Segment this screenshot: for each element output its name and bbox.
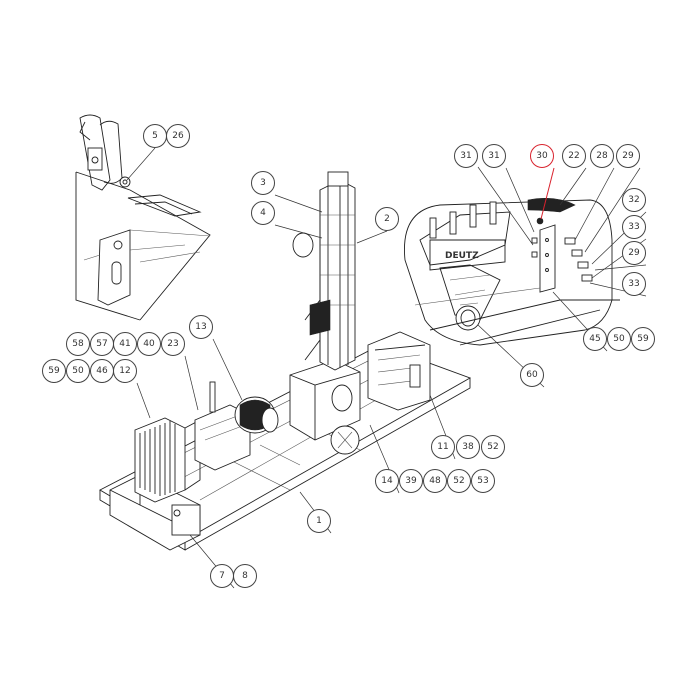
callout-46[interactable]: 46 [90, 359, 114, 383]
inset-engine-valve: DEUTZ [404, 166, 647, 388]
callout-26[interactable]: 26 [166, 124, 190, 148]
callout-32[interactable]: 32 [622, 188, 646, 212]
svg-text:DEUTZ: DEUTZ [445, 251, 479, 261]
callout-33b[interactable]: 33 [622, 272, 646, 296]
callout-48[interactable]: 48 [423, 469, 447, 493]
callout-58[interactable]: 58 [66, 332, 90, 356]
callout-13[interactable]: 13 [189, 315, 213, 339]
callout-22[interactable]: 22 [562, 144, 586, 168]
callout-57[interactable]: 57 [90, 332, 114, 356]
callout-30-highlighted[interactable]: 30 [530, 144, 554, 168]
callout-23[interactable]: 23 [161, 332, 185, 356]
callout-39[interactable]: 39 [399, 469, 423, 493]
callout-12[interactable]: 12 [113, 359, 137, 383]
callout-31b[interactable]: 31 [482, 144, 506, 168]
callout-2[interactable]: 2 [375, 207, 399, 231]
main-rig-drawing [99, 171, 472, 589]
callout-38[interactable]: 38 [456, 435, 480, 459]
callout-29a[interactable]: 29 [616, 144, 640, 168]
callout-28[interactable]: 28 [590, 144, 614, 168]
callout-40[interactable]: 40 [137, 332, 161, 356]
callout-45[interactable]: 45 [583, 327, 607, 351]
callout-7[interactable]: 7 [210, 564, 234, 588]
callout-53[interactable]: 53 [471, 469, 495, 493]
callout-41[interactable]: 41 [113, 332, 137, 356]
callout-59b[interactable]: 59 [42, 359, 66, 383]
callout-3[interactable]: 3 [251, 171, 275, 195]
callout-14[interactable]: 14 [375, 469, 399, 493]
callout-29b[interactable]: 29 [622, 241, 646, 265]
callout-11[interactable]: 11 [431, 435, 455, 459]
callout-50a[interactable]: 50 [607, 327, 631, 351]
callout-52b[interactable]: 52 [447, 469, 471, 493]
callout-4[interactable]: 4 [251, 201, 275, 225]
callout-33a[interactable]: 33 [622, 215, 646, 239]
callout-60[interactable]: 60 [520, 363, 544, 387]
callout-31a[interactable]: 31 [454, 144, 478, 168]
callout-5[interactable]: 5 [143, 124, 167, 148]
callout-1[interactable]: 1 [307, 509, 331, 533]
callout-52a[interactable]: 52 [481, 435, 505, 459]
inset-mast-foot [75, 114, 211, 321]
callout-50b[interactable]: 50 [66, 359, 90, 383]
callout-8[interactable]: 8 [233, 564, 257, 588]
callout-59a[interactable]: 59 [631, 327, 655, 351]
